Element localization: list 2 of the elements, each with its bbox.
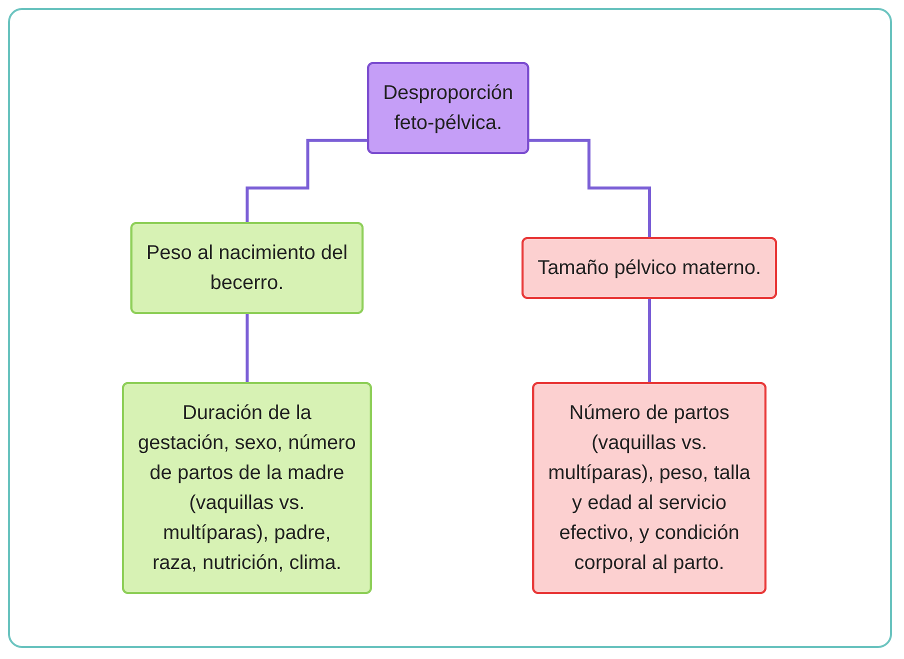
connector [246, 138, 370, 225]
card-background: Desproporción feto-pélvica. Peso al nacimiento del becerro. Tamaño pélvico materno. Duración de la gestación, sexo, número de partos de la madre (vaquillas vs. multíparas), padre, raza, nutrición, clima. Número de partos (vaquillas vs. multíparas), peso, talla y edad al servicio efectivo, y condición corporal al parto. [8, 8, 892, 648]
